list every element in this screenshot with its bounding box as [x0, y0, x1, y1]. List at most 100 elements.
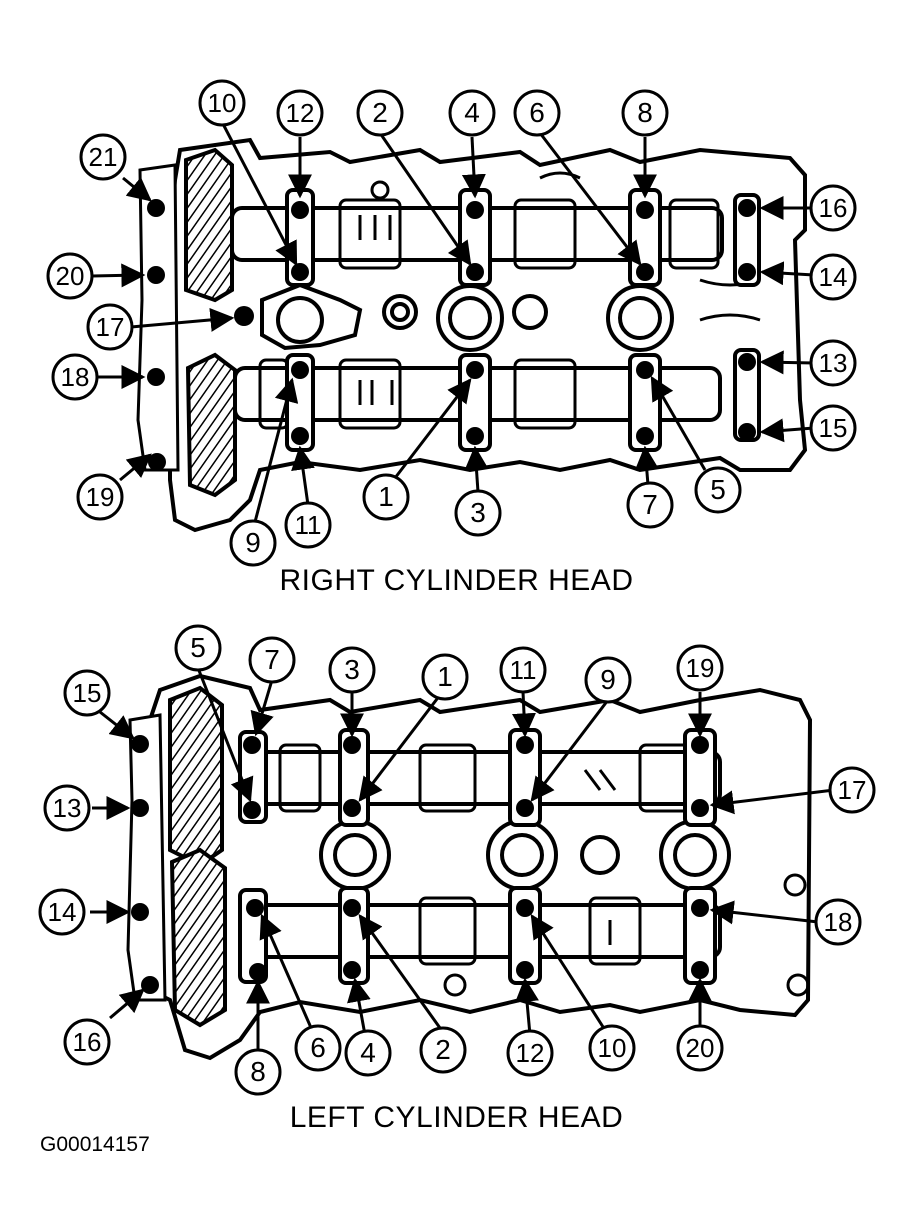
callout-number: 16 — [819, 193, 848, 223]
callout-circle — [63, 669, 111, 717]
callout-number: 15 — [73, 678, 102, 708]
callout-circle — [499, 646, 547, 694]
callout-number: 11 — [295, 510, 322, 540]
callout-number: 5 — [710, 474, 726, 505]
right-head-callout-8: 8 — [621, 89, 669, 137]
callout-number: 2 — [372, 97, 388, 128]
callout-circle — [419, 1026, 467, 1074]
callout-number: 8 — [250, 1056, 266, 1087]
callout-circle — [46, 252, 94, 300]
callout-circle — [513, 89, 561, 137]
left-head-callout-12: 12 — [506, 1029, 554, 1077]
right-head-callout-5: 5 — [694, 466, 742, 514]
right-head-callout-15: 15 — [809, 404, 857, 452]
right-head-callout-11: 11 — [284, 501, 332, 549]
callout-number: 3 — [344, 654, 360, 685]
right-head-callout-20: 20 — [46, 252, 94, 300]
callout-circle — [51, 353, 99, 401]
left-head-callout-1: 1 — [421, 653, 469, 701]
callout-circle — [694, 466, 742, 514]
callout-circle — [63, 1018, 111, 1066]
left-head-callout-18: 18 — [814, 898, 862, 946]
callout-circle — [86, 303, 134, 351]
callout-circle — [79, 133, 127, 181]
left-head-caption: LEFT CYLINDER HEAD — [289, 1101, 624, 1134]
right-head-callout-18: 18 — [51, 353, 99, 401]
callout-circle — [584, 656, 632, 704]
callout-number: 16 — [73, 1027, 102, 1057]
callout-number: 17 — [96, 312, 125, 342]
left-head-callout-14: 14 — [38, 888, 86, 936]
left-head-callout-2: 2 — [419, 1026, 467, 1074]
right-head-callout-9: 9 — [229, 519, 277, 567]
callout-circle — [814, 898, 862, 946]
callout-circle — [809, 253, 857, 301]
callout-circle — [362, 473, 410, 521]
left-head-callout-19: 19 — [676, 644, 724, 692]
right-head-callout-21: 21 — [79, 133, 127, 181]
callout-circle — [421, 653, 469, 701]
callout-number: 9 — [600, 664, 616, 695]
callout-number: 20 — [686, 1033, 715, 1063]
callout-circle — [344, 1029, 392, 1077]
left-head-callout-16: 16 — [63, 1018, 111, 1066]
callout-circle — [229, 519, 277, 567]
right-head-callout-6: 6 — [513, 89, 561, 137]
callout-circle — [76, 473, 124, 521]
left-head-callout-20: 20 — [676, 1024, 724, 1072]
left-head-callout-3: 3 — [328, 646, 376, 694]
right-head-callout-1: 1 — [362, 473, 410, 521]
callout-number: 1 — [437, 661, 453, 692]
callout-number: 10 — [598, 1033, 627, 1063]
callout-number: 19 — [686, 653, 715, 683]
callout-number: 4 — [360, 1037, 376, 1068]
callout-circle — [43, 784, 91, 832]
left-head-callout-8: 8 — [234, 1048, 282, 1096]
left-head-callout-17: 17 — [828, 766, 876, 814]
callout-circle — [588, 1024, 636, 1072]
callout-number: 14 — [819, 262, 848, 292]
callout-number: 10 — [208, 88, 237, 118]
left-head-callout-4: 4 — [344, 1029, 392, 1077]
callout-circle — [356, 89, 404, 137]
right-head-callout-2: 2 — [356, 89, 404, 137]
callout-circle — [276, 89, 324, 137]
right-head-callout-10: 10 — [198, 79, 246, 127]
callout-number: 6 — [529, 97, 545, 128]
callout-circle — [506, 1029, 554, 1077]
callout-circle — [809, 339, 857, 387]
callout-number: 18 — [61, 362, 90, 392]
callout-number: 8 — [637, 97, 653, 128]
callout-circle — [828, 766, 876, 814]
callout-number: 7 — [642, 489, 658, 520]
callout-number: 13 — [53, 793, 82, 823]
left-head-callout-6: 6 — [294, 1024, 342, 1072]
callout-number: 13 — [819, 348, 848, 378]
callout-circle — [676, 1024, 724, 1072]
callout-circle — [809, 184, 857, 232]
callout-number: 9 — [245, 527, 261, 558]
left-head-callout-10: 10 — [588, 1024, 636, 1072]
callout-number: 12 — [516, 1038, 545, 1068]
callout-circle — [809, 404, 857, 452]
callout-number: 20 — [56, 261, 85, 291]
right-head-callout-4: 4 — [448, 89, 496, 137]
figure-id: G00014157 — [40, 1133, 150, 1156]
callout-number: 3 — [470, 497, 486, 528]
callout-number: 4 — [464, 97, 480, 128]
callout-circle — [284, 501, 332, 549]
callout-number: 17 — [838, 775, 867, 805]
left-head-callout-7: 7 — [248, 636, 296, 684]
callout-circle — [454, 489, 502, 537]
left-head-callout-11: 11 — [499, 646, 547, 694]
right-head-callout-14: 14 — [809, 253, 857, 301]
right-head-callout-3: 3 — [454, 489, 502, 537]
callout-circle — [248, 636, 296, 684]
callout-circle — [38, 888, 86, 936]
right-head-callout-7: 7 — [626, 481, 674, 529]
callout-circle — [174, 624, 222, 672]
callout-number: 14 — [48, 897, 77, 927]
callout-circle — [234, 1048, 282, 1096]
